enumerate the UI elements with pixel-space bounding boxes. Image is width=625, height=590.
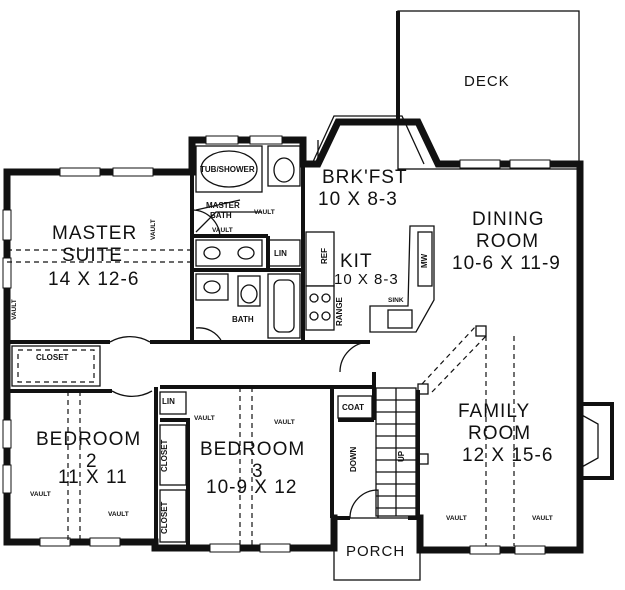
kit-name: KIT: [340, 251, 373, 272]
bedroom3-name: BEDROOM: [200, 439, 306, 460]
mw-label: MW: [420, 253, 429, 268]
closet-label-master: CLOSET: [36, 353, 69, 362]
tub-shower-label: TUB/SHOWER: [200, 165, 255, 174]
bedroom3-num: 3: [252, 461, 264, 482]
lin-label-bath: LIN: [274, 249, 287, 258]
dining-name1: DINING: [472, 209, 545, 230]
closets: [11, 239, 373, 543]
stair-down-label: DOWN: [349, 446, 358, 472]
fireplace: [579, 402, 614, 480]
ref-label: REF: [320, 248, 329, 264]
stairs: [375, 387, 417, 517]
door-swings: [109, 209, 371, 398]
kitchen-counters: [305, 225, 435, 333]
family-name1: FAMILY: [458, 401, 531, 422]
dining-dim: 10-6 X 11-9: [452, 253, 561, 274]
bedroom3-dim: 10-9 X 12: [206, 477, 298, 498]
vault-master-left: VAULT: [11, 299, 18, 320]
bedroom2-num: 2: [86, 451, 98, 472]
family-dim: 12 X 15-6: [462, 445, 554, 466]
kit-dim: 10 X 8-3: [334, 271, 399, 288]
vault-bed3-left: VAULT: [194, 415, 215, 422]
master-suite-name2: SUITE: [62, 245, 123, 266]
bay-window: [311, 115, 425, 165]
family-name2: ROOM: [468, 423, 532, 444]
stair-up-label: UP: [397, 450, 406, 462]
master-bath-name2: BATH: [210, 211, 232, 220]
closet-label-bed3: CLOSET: [160, 501, 169, 534]
deck-label: DECK: [464, 73, 510, 90]
porch-label: PORCH: [346, 543, 406, 560]
porch: [333, 489, 421, 581]
brkfst-name: BRK'FST: [322, 167, 408, 188]
vault-mbath-bottom: VAULT: [212, 227, 233, 234]
vault-lines: [7, 249, 253, 548]
bedroom2-name: BEDROOM: [36, 429, 142, 450]
range-label: RANGE: [335, 297, 344, 326]
vault-master-top: VAULT: [150, 219, 157, 240]
vault-family-right: VAULT: [532, 515, 553, 522]
sink-label: SINK: [388, 297, 404, 304]
coat-label: COAT: [342, 403, 365, 412]
master-bath-fixtures: [195, 145, 301, 267]
bedroom2-dim: 11 X 11: [58, 467, 128, 488]
vault-mbath-right: VAULT: [254, 209, 275, 216]
vault-bed3-right: VAULT: [274, 419, 295, 426]
vault-family-left: VAULT: [446, 515, 467, 522]
bath-fixtures: [195, 273, 301, 339]
dining-name2: ROOM: [476, 231, 540, 252]
deck: [396, 10, 580, 170]
brkfst-dim: 10 X 8-3: [318, 189, 398, 210]
lin-label-hall: LIN: [162, 397, 175, 406]
master-suite-dim: 14 X 12-6: [48, 269, 140, 290]
bath-label: BATH: [232, 315, 254, 324]
vault-bed2-right: VAULT: [108, 511, 129, 518]
closet-label-bed2: CLOSET: [160, 439, 169, 472]
master-bath-name1: MASTER: [206, 201, 240, 210]
master-suite-name1: MASTER: [52, 223, 138, 244]
windows: [2, 135, 551, 555]
vault-bed2-left: VAULT: [30, 491, 51, 498]
family-room-openings: [417, 325, 515, 546]
